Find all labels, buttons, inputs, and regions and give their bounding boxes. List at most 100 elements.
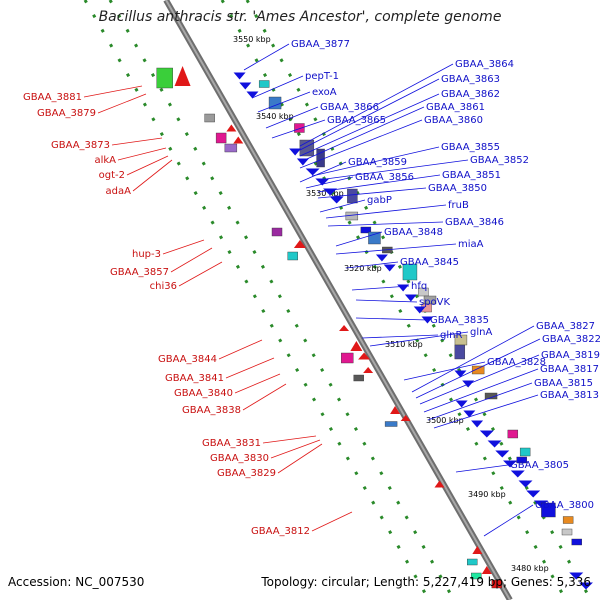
label-leader-line xyxy=(355,299,418,303)
label-leader-line xyxy=(415,338,541,399)
gene-label-forward[interactable]: GBAA_3805 xyxy=(510,460,569,471)
gene-label-reverse[interactable]: GBAA_3812 xyxy=(251,526,310,537)
gene-feature xyxy=(471,365,485,375)
gene-label-forward[interactable]: GBAA_3855 xyxy=(441,142,500,153)
gene-feature xyxy=(481,566,492,574)
accession-text: Accession: NC_007530 xyxy=(8,575,144,589)
gene-feature xyxy=(296,158,309,166)
label-leader-line xyxy=(251,75,304,99)
gene-label-reverse[interactable]: GBAA_3840 xyxy=(174,388,233,399)
gene-feature xyxy=(526,490,541,498)
label-leader-line xyxy=(317,159,469,181)
gene-feature xyxy=(487,440,502,448)
gene-label-forward[interactable]: GBAA_3813 xyxy=(540,390,599,401)
gene-label-forward[interactable]: exoA xyxy=(312,87,337,98)
label-leader-lines xyxy=(83,43,541,537)
gene-label-forward[interactable]: GBAA_3850 xyxy=(428,183,487,194)
gene-label-forward[interactable]: GBAA_3815 xyxy=(534,378,593,389)
label-leader-line xyxy=(262,435,317,444)
gene-label-forward[interactable]: spoVK xyxy=(419,297,451,308)
gene-label-forward[interactable]: GBAA_3848 xyxy=(384,227,443,238)
gene-label-forward[interactable]: GBAA_3856 xyxy=(355,172,414,183)
gene-label-reverse[interactable]: GBAA_3873 xyxy=(51,140,110,151)
label-leader-line xyxy=(325,204,447,219)
gene-features xyxy=(156,66,593,590)
gene-label-forward[interactable]: GBAA_3866 xyxy=(320,102,379,113)
gene-label-reverse[interactable]: alkA xyxy=(94,155,116,166)
gene-label-reverse[interactable]: hup-3 xyxy=(132,249,161,260)
scale-label-3550: 3550 kbp xyxy=(233,35,271,44)
gene-label-forward[interactable]: GBAA_3827 xyxy=(536,321,595,332)
gene-feature xyxy=(347,188,358,204)
gene-label-forward[interactable]: pepT-1 xyxy=(305,71,339,82)
gene-label-forward[interactable]: GBAA_3845 xyxy=(400,257,459,268)
gene-label-forward[interactable]: GBAA_3864 xyxy=(455,59,514,70)
gene-label-forward[interactable]: GBAA_3828 xyxy=(487,357,546,368)
genome-title: Bacillus anthracis str. 'Ames Ancestor',… xyxy=(99,9,502,25)
gene-label-forward[interactable]: GBAA_3862 xyxy=(441,89,500,100)
gene-feature xyxy=(226,124,237,132)
gene-feature xyxy=(258,80,270,88)
gene-label-forward[interactable]: GBAA_3861 xyxy=(426,102,485,113)
label-leader-line xyxy=(218,339,263,360)
gene-label-reverse[interactable]: ogt-2 xyxy=(99,170,125,181)
gene-feature xyxy=(204,113,215,123)
gene-label-forward[interactable]: miaA xyxy=(458,239,484,250)
gene-label-forward[interactable]: GBAA_3819 xyxy=(541,350,600,361)
gene-label-reverse[interactable]: GBAA_3830 xyxy=(210,453,269,464)
gene-label-forward[interactable]: GBAA_3852 xyxy=(470,155,529,166)
gene-label-forward[interactable]: GBAA_3863 xyxy=(441,74,500,85)
gene-feature xyxy=(323,188,338,196)
gene-label-forward[interactable]: GBAA_3860 xyxy=(424,115,483,126)
gene-label-forward[interactable]: gabP xyxy=(367,195,392,206)
gene-label-reverse[interactable]: adaA xyxy=(106,186,132,197)
gene-label-reverse[interactable]: GBAA_3881 xyxy=(23,92,82,103)
label-leader-line xyxy=(257,91,311,113)
gene-feature xyxy=(571,538,582,546)
gene-label-forward[interactable]: GBAA_3877 xyxy=(291,39,350,50)
label-leader-line xyxy=(433,394,539,429)
gene-label-forward[interactable]: GBAA_3822 xyxy=(542,334,600,345)
gene-feature xyxy=(495,450,510,458)
label-leader-line xyxy=(162,239,205,255)
gene-label-forward[interactable]: fruB xyxy=(448,200,469,211)
gene-label-reverse[interactable]: GBAA_3831 xyxy=(202,438,261,449)
gene-label-forward[interactable]: GBAA_3835 xyxy=(430,315,489,326)
genome-backbone xyxy=(163,0,513,600)
gene-feature xyxy=(329,196,344,204)
gene-label-forward[interactable]: GBAA_3859 xyxy=(348,157,407,168)
gene-label-reverse[interactable]: GBAA_3838 xyxy=(182,405,241,416)
label-leader-line xyxy=(83,85,143,98)
gene-label-reverse[interactable]: GBAA_3844 xyxy=(158,354,217,365)
gene-label-forward[interactable]: GBAA_3851 xyxy=(442,170,501,181)
label-leader-line xyxy=(242,383,287,411)
gene-feature xyxy=(578,582,593,590)
gene-feature xyxy=(353,374,364,382)
label-leader-line xyxy=(299,93,440,157)
gene-label-reverse[interactable]: GBAA_3841 xyxy=(165,373,224,384)
gene-feature xyxy=(463,410,476,418)
label-leader-line xyxy=(111,137,163,146)
gene-label-forward[interactable]: GBAA_3817 xyxy=(540,364,599,375)
gene-label-reverse[interactable]: chi36 xyxy=(150,281,177,292)
label-leader-line xyxy=(335,243,457,255)
gene-feature xyxy=(289,148,302,156)
gene-label-forward[interactable]: hfq xyxy=(411,281,427,292)
gene-label-reverse[interactable]: GBAA_3829 xyxy=(217,468,276,479)
gene-label-forward[interactable]: glnA xyxy=(470,327,492,338)
gene-label-reverse[interactable]: GBAA_3857 xyxy=(110,267,169,278)
gene-label-forward[interactable]: glnR xyxy=(440,330,462,341)
gene-label-forward[interactable]: GBAA_3846 xyxy=(445,217,504,228)
label-leader-line xyxy=(319,199,366,213)
gene-label-forward[interactable]: GBAA_3800 xyxy=(535,500,594,511)
label-leader-line xyxy=(277,443,323,474)
scale-label-3480: 3480 kbp xyxy=(511,564,549,573)
gene-feature xyxy=(533,500,548,508)
gene-feature xyxy=(384,421,398,427)
gene-feature xyxy=(368,231,381,245)
gene-feature xyxy=(561,528,573,536)
gene-label-forward[interactable]: GBAA_3865 xyxy=(327,115,386,126)
label-leader-line xyxy=(455,464,509,473)
gene-label-reverse[interactable]: GBAA_3879 xyxy=(37,108,96,119)
label-leader-line xyxy=(305,176,354,189)
